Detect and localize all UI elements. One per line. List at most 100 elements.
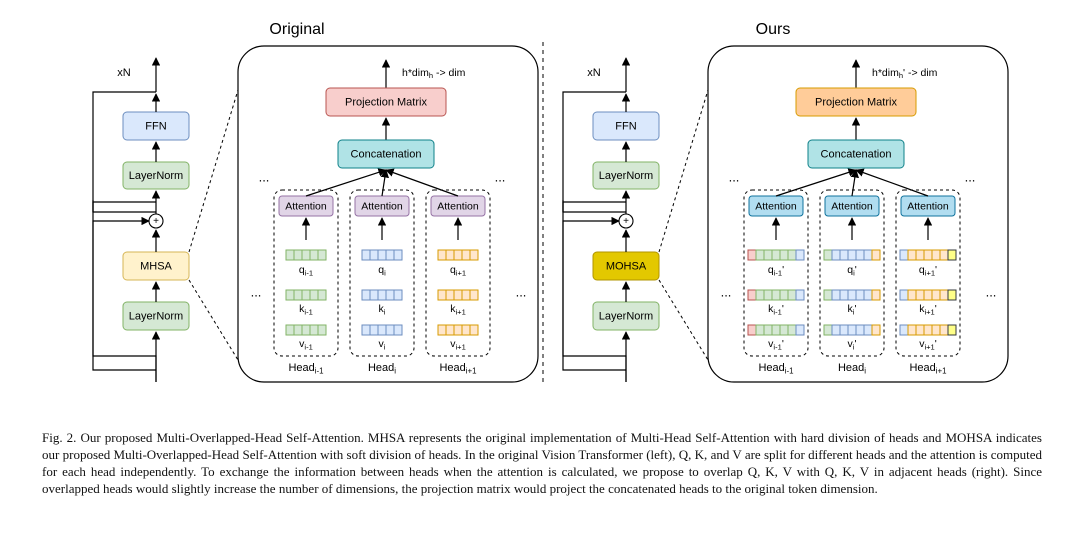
right-head-box-0 — [743, 189, 809, 357]
left-head-0-vector-2 — [317, 324, 327, 336]
left-head-to-concat-2 — [385, 168, 459, 197]
right-head-2-vector-0 — [907, 249, 917, 261]
left-head-0-vector-0 — [293, 249, 303, 261]
right-repeat-label: xN — [587, 67, 601, 79]
right-head-0-vector-1 — [763, 289, 773, 301]
right-head-0-vector-0 — [763, 249, 773, 261]
right-head-0-vector-2 — [771, 324, 781, 336]
left-head-2-vector-0 — [469, 249, 479, 261]
right-attention-block-label: MOHSA — [606, 260, 647, 272]
left-title: Original — [269, 21, 324, 38]
right-head-2-v-label: vi+1' — [919, 338, 937, 352]
right-head-2-vector-1 — [931, 289, 941, 301]
right-head-0-vector-2 — [763, 324, 773, 336]
left-head-1-q-label: qi — [378, 264, 386, 278]
right-zoom-line-top — [658, 89, 709, 253]
right-add-symbol: + — [623, 216, 629, 227]
left-head-0-vector-1 — [285, 289, 295, 301]
right-head-2-vector-2 — [939, 324, 949, 336]
left-head-1-vector-0 — [377, 249, 387, 261]
right-head-2-vector-0 — [947, 249, 957, 261]
right-head-0-name: Headi-1 — [758, 362, 794, 376]
left-ellipsis-mid-left: ... — [251, 284, 262, 299]
right-head-2-vector-1 — [915, 289, 925, 301]
left-head-2-name: Headi+1 — [439, 362, 477, 376]
left-head-1-vector-2 — [369, 324, 379, 336]
right-head-box-1 — [819, 189, 885, 357]
right-head-1-vector-2 — [847, 324, 857, 336]
right-head-0-vector-2 — [795, 324, 805, 336]
left-head-0-vector-1 — [301, 289, 311, 301]
left-head-attention-2-label: Attention — [437, 200, 479, 212]
left-head-1-vector-2 — [393, 324, 403, 336]
right-dim-label: h*dimh' -> dim — [872, 67, 938, 80]
left-head-1-vector-1 — [377, 289, 387, 301]
right-head-2-vector-0 — [931, 249, 941, 261]
right-head-0-vector-2 — [779, 324, 789, 336]
left-zoom-line-bottom — [188, 279, 239, 361]
right-head-box-2 — [895, 189, 961, 357]
right-head-1-vector-0 — [847, 249, 857, 261]
right-head-2-vector-2 — [915, 324, 925, 336]
right-head-1-vector-1 — [855, 289, 865, 301]
right-head-2-vector-1 — [939, 289, 949, 301]
left-head-1-vector-1 — [385, 289, 395, 301]
left-head-to-concat-0 — [305, 168, 387, 197]
left-head-attention-1-label: Attention — [361, 200, 403, 212]
left-head-2-vector-1 — [469, 289, 479, 301]
right-title: Ours — [756, 21, 791, 38]
right-head-1-vector-0 — [823, 249, 833, 261]
right-head-1-vector-2 — [855, 324, 865, 336]
right-head-2-k-label: ki+1' — [919, 303, 937, 317]
left-head-box-1 — [349, 189, 415, 357]
right-head-2-vector-0 — [899, 249, 909, 261]
right-head-2-vector-2 — [947, 324, 957, 336]
left-head-0-vector-1 — [293, 289, 303, 301]
right-head-2-vector-1 — [947, 289, 957, 301]
right-head-1-vector-0 — [855, 249, 865, 261]
right-head-0-vector-1 — [755, 289, 765, 301]
right-head-1-vector-1 — [871, 289, 881, 301]
right-head-1-v-label: vi' — [848, 338, 857, 352]
right-head-0-vector-0 — [787, 249, 797, 261]
left-head-1-v-label: vi — [379, 338, 386, 352]
left-head-2-vector-1 — [437, 289, 447, 301]
right-ellipsis-top-left: ... — [729, 169, 740, 184]
right-head-2-q-label: qi+1' — [919, 264, 937, 278]
left-head-0-q-label: qi-1 — [299, 264, 313, 278]
right-head-0-k-label: ki-1' — [768, 303, 784, 317]
left-head-1-vector-2 — [361, 324, 371, 336]
right-head-2-vector-2 — [907, 324, 917, 336]
right-head-2-vector-0 — [939, 249, 949, 261]
left-head-0-vector-0 — [301, 249, 311, 261]
left-head-2-vector-0 — [461, 249, 471, 261]
right-head-0-vector-1 — [747, 289, 757, 301]
left-concatenation — [337, 139, 435, 169]
right-head-2-name: Headi+1 — [909, 362, 947, 376]
left-head-2-vector-2 — [461, 324, 471, 336]
left-head-0-vector-1 — [317, 289, 327, 301]
left-head-2-vector-2 — [437, 324, 447, 336]
left-head-box-2 — [425, 189, 491, 357]
left-layernorm-top-label: LayerNorm — [129, 170, 183, 182]
right-head-1-vector-1 — [863, 289, 873, 301]
right-head-1-vector-0 — [839, 249, 849, 261]
left-head-2-vector-1 — [453, 289, 463, 301]
left-head-0-vector-1 — [309, 289, 319, 301]
left-head-2-vector-0 — [437, 249, 447, 261]
right-head-2-vector-2 — [923, 324, 933, 336]
left-head-0-vector-2 — [301, 324, 311, 336]
right-head-1-q-label: qi' — [847, 264, 857, 278]
right-projection-matrix — [795, 87, 917, 117]
left-head-2-vector-0 — [453, 249, 463, 261]
right-head-1-vector-2 — [863, 324, 873, 336]
right-head-to-concat-2 — [855, 168, 929, 197]
left-ellipsis-top-left: ... — [259, 169, 270, 184]
left-head-attention-0-label: Attention — [285, 200, 327, 212]
right-head-2-vector-1 — [907, 289, 917, 301]
left-head-1-vector-1 — [361, 289, 371, 301]
right-head-0-vector-2 — [787, 324, 797, 336]
right-ellipsis-top-right: ... — [965, 169, 976, 184]
left-layernorm-bottom-label: LayerNorm — [129, 310, 183, 322]
architecture-diagram: xNFFNLayerNorm+MHSALayerNormOriginalh*di… — [92, 21, 1009, 383]
